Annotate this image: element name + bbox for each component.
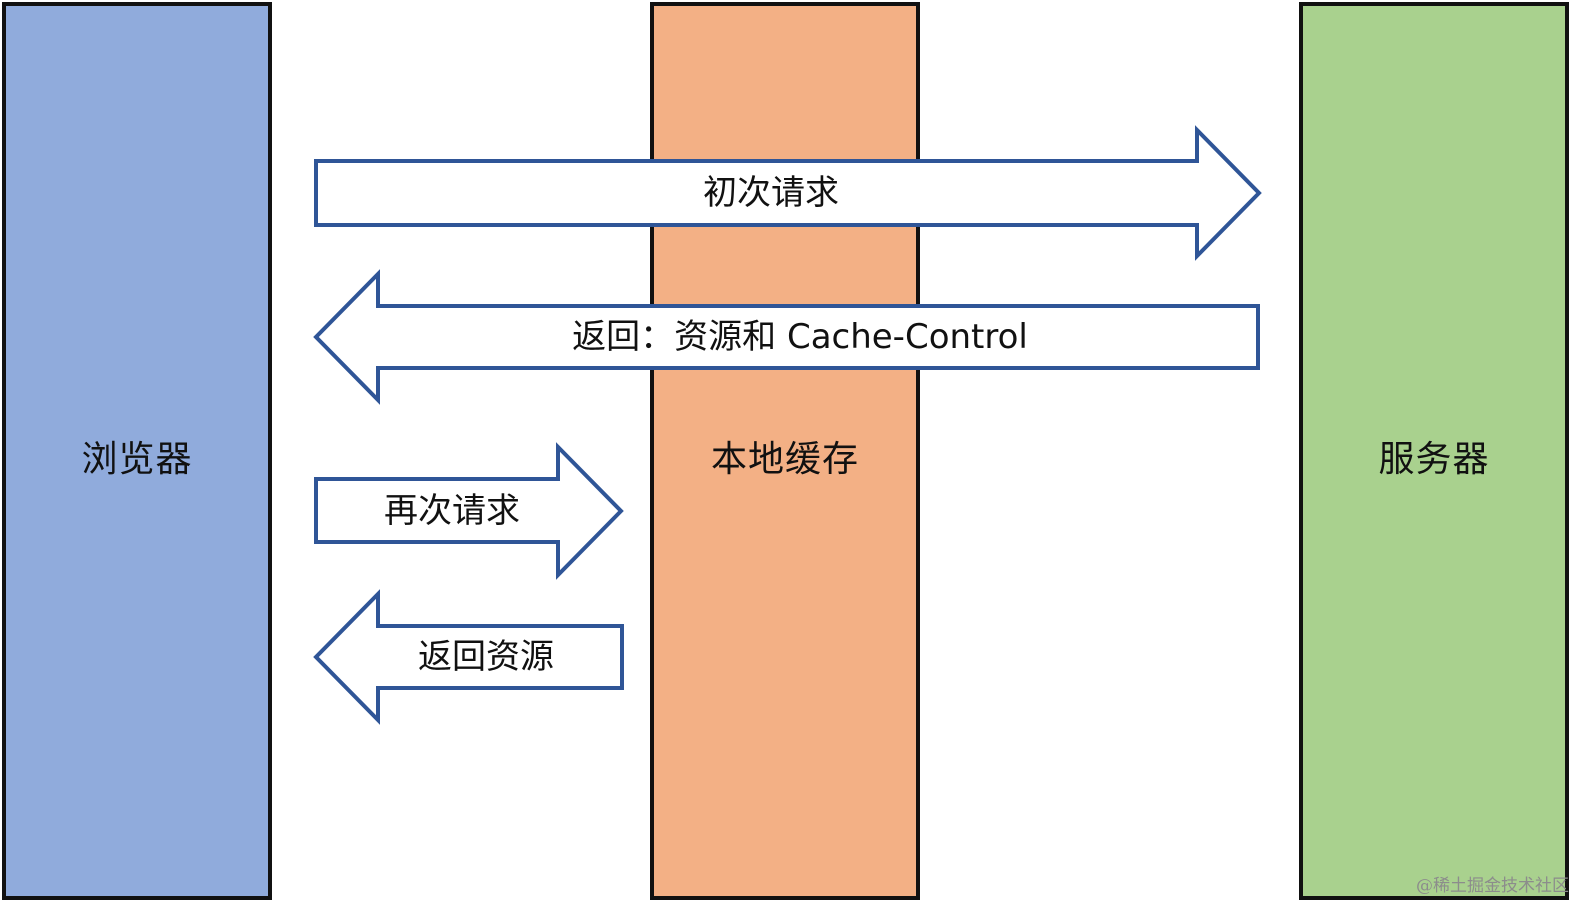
local-cache-box: 本地缓存 (650, 2, 920, 900)
browser-box: 浏览器 (2, 2, 272, 900)
browser-label: 浏览器 (81, 439, 193, 480)
local-cache-label: 本地缓存 (710, 439, 859, 480)
return-resource-label: 返回资源 (418, 637, 554, 677)
watermark: @稀土掘金技术社区 (1416, 876, 1569, 896)
server-box: 服务器 (1299, 2, 1569, 900)
second-request-label: 再次请求 (384, 491, 520, 531)
server-label: 服务器 (1378, 439, 1490, 480)
